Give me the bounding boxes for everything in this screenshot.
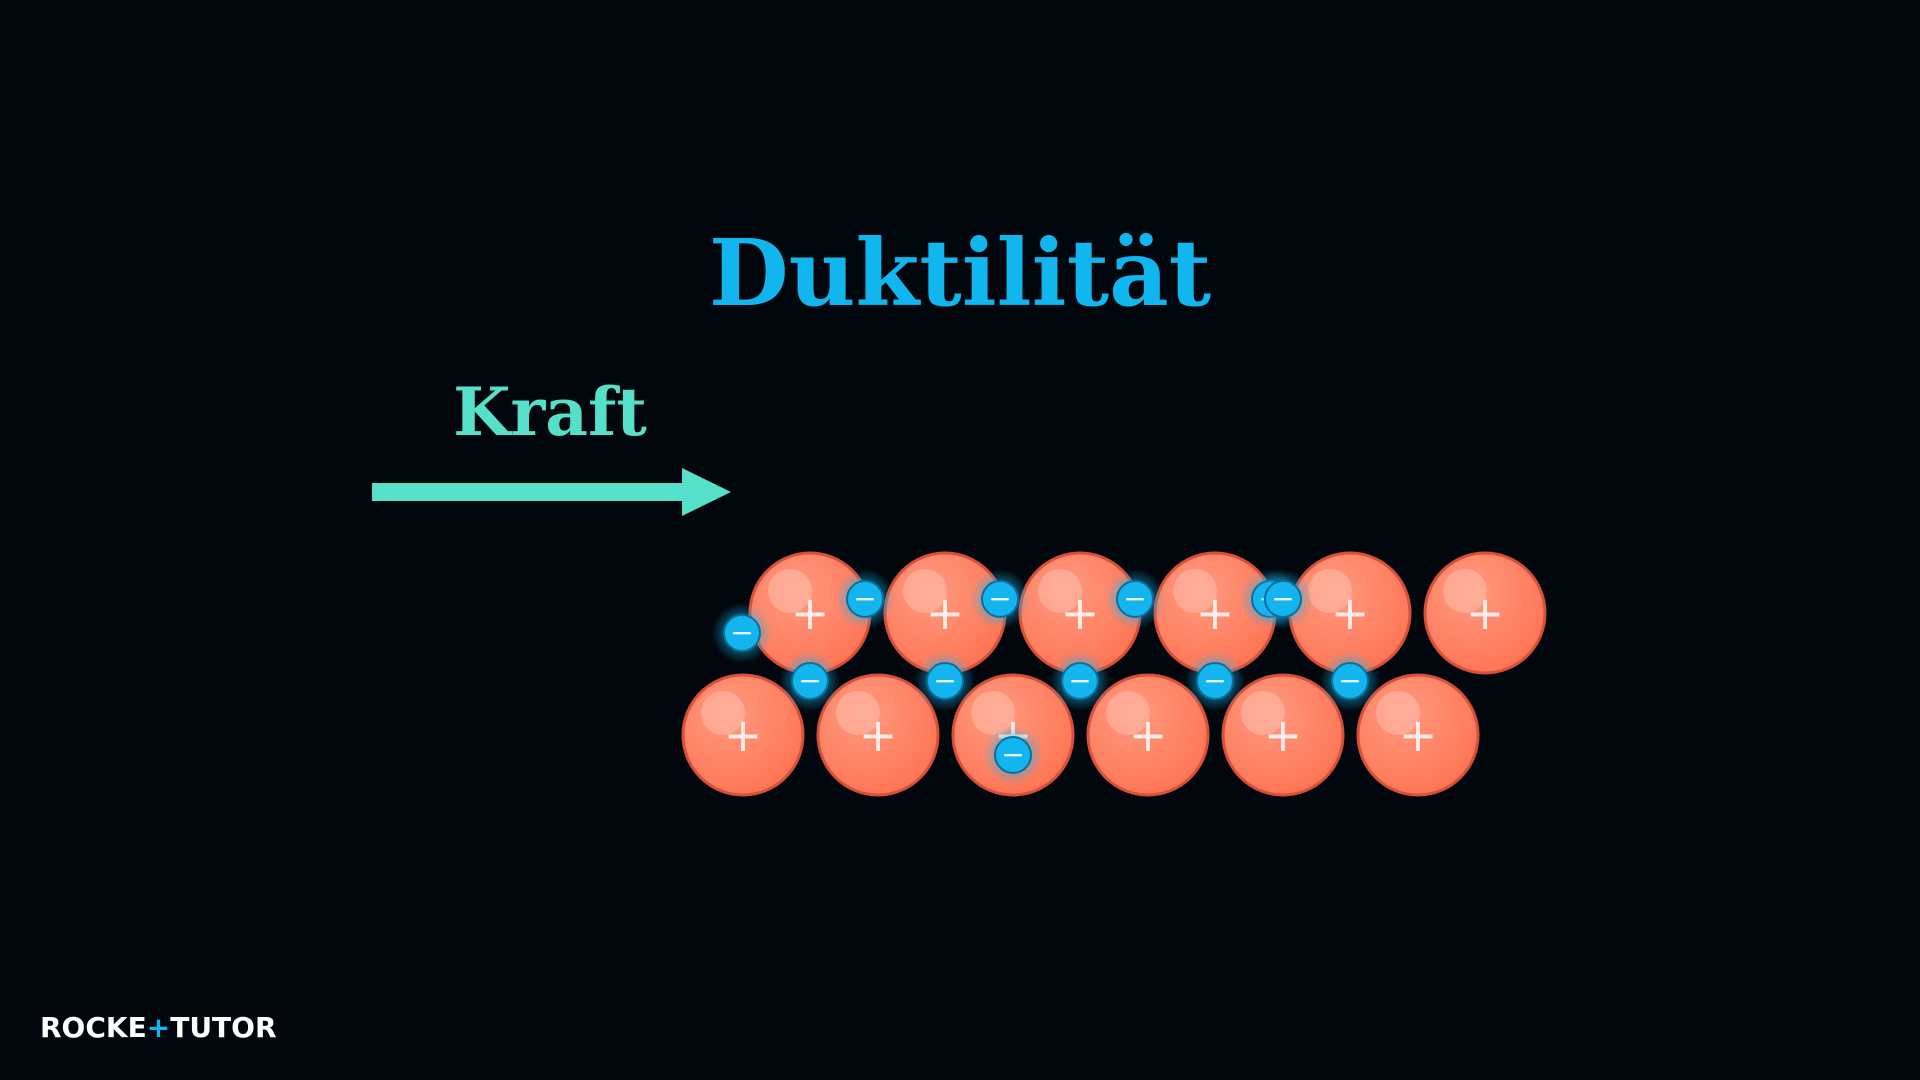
electron-charge-label: − — [1338, 664, 1361, 697]
cation-group: ++++++++++++ — [681, 551, 1547, 797]
logo-plus: + — [146, 1011, 171, 1044]
positive-ion-icon: + — [1086, 673, 1210, 797]
electron-charge-label: − — [1001, 738, 1024, 771]
electron-charge-label: − — [1271, 582, 1294, 615]
positive-ion-icon: + — [1288, 551, 1412, 675]
cation-charge-label: + — [926, 586, 965, 640]
right-arrow-icon — [372, 468, 731, 516]
cation-charge-label: + — [859, 708, 898, 762]
logo-text-part1: ROCKE — [40, 1011, 147, 1044]
electron-icon: − — [970, 569, 1030, 629]
cation-charge-label: + — [1264, 708, 1303, 762]
electron-icon: − — [915, 651, 975, 711]
positive-ion-icon: + — [681, 673, 805, 797]
electron-charge-label: − — [798, 664, 821, 697]
electron-icon: − — [780, 651, 840, 711]
positive-ion-icon: + — [1221, 673, 1345, 797]
electron-charge-label: − — [988, 582, 1011, 615]
electron-icon: − — [1320, 651, 1380, 711]
cation-charge-label: + — [1331, 586, 1370, 640]
cation-charge-label: + — [724, 708, 763, 762]
electron-icon: − — [1185, 651, 1245, 711]
cation-charge-label: + — [1129, 708, 1168, 762]
electron-charge-label: − — [1068, 664, 1091, 697]
electron-group: −−−−−−−−−−−− — [712, 569, 1380, 785]
positive-ion-icon: + — [1423, 551, 1547, 675]
diagram-title: Duktilität — [708, 219, 1212, 327]
electron-icon: − — [1253, 569, 1313, 629]
cation-charge-label: + — [791, 586, 830, 640]
electron-icon: − — [1105, 569, 1165, 629]
electron-icon: − — [983, 725, 1043, 785]
cation-charge-label: + — [1061, 586, 1100, 640]
cation-charge-label: + — [1399, 708, 1438, 762]
electron-charge-label: − — [1203, 664, 1226, 697]
rocketutor-logo: ROCKE+TUTOR — [40, 1010, 277, 1046]
electron-icon: − — [835, 569, 895, 629]
cation-charge-label: + — [1466, 586, 1505, 640]
positive-ion-icon: + — [816, 673, 940, 797]
electron-icon: − — [1050, 651, 1110, 711]
electron-charge-label: − — [1123, 582, 1146, 615]
positive-ion-icon: + — [1356, 673, 1480, 797]
cation-charge-label: + — [1196, 586, 1235, 640]
force-label: Kraft — [453, 373, 647, 451]
electron-charge-label: − — [933, 664, 956, 697]
logo-text-part2: TUTOR — [170, 1011, 277, 1044]
electron-charge-label: − — [853, 582, 876, 615]
electron-icon: − — [712, 603, 772, 663]
electron-charge-label: − — [730, 616, 753, 649]
